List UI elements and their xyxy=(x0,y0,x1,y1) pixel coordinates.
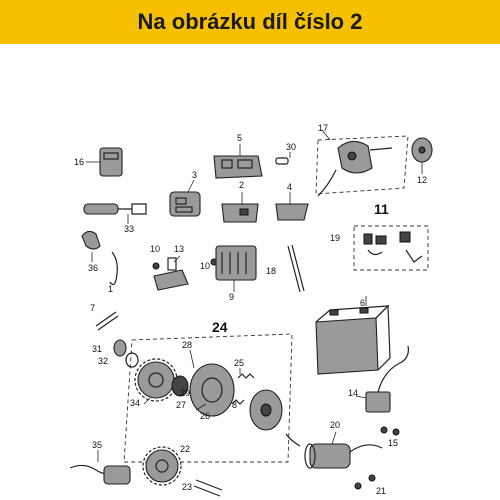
label-20: 20 xyxy=(330,420,340,430)
part-labels: 5 17 30 16 3 2 4 11 12 33 19 10 13 10 36… xyxy=(74,123,427,496)
label-28: 28 xyxy=(182,340,192,350)
part-1-cable-tie xyxy=(109,251,118,286)
part-5-switch-assembly xyxy=(213,144,263,179)
label-6: 6 xyxy=(360,298,365,308)
label-5: 5 xyxy=(237,133,242,143)
label-17: 17 xyxy=(318,123,328,133)
label-10-left: 10 xyxy=(150,244,160,254)
part-6-battery xyxy=(315,296,391,375)
part-31-32-washers xyxy=(113,339,139,368)
label-24: 24 xyxy=(212,319,228,335)
label-2: 2 xyxy=(239,180,244,190)
title-banner: Na obrázku díl číslo 2 xyxy=(0,0,500,44)
label-21: 21 xyxy=(376,486,386,496)
label-36: 36 xyxy=(88,263,98,273)
part-25-springs xyxy=(231,368,255,405)
part-20-starter-motor xyxy=(285,431,383,469)
label-14: 14 xyxy=(348,388,358,398)
label-27: 27 xyxy=(176,400,186,410)
label-26: 26 xyxy=(200,411,210,421)
part-35-sensor xyxy=(69,450,131,485)
part-22-gear xyxy=(142,446,182,486)
label-30: 30 xyxy=(286,142,296,152)
label-13: 13 xyxy=(174,244,184,254)
label-31: 31 xyxy=(92,344,102,354)
part-13-bracket xyxy=(153,255,189,291)
part-9-regulator xyxy=(215,245,257,292)
label-12: 12 xyxy=(417,175,427,185)
title-text: Na obrázku díl číslo 2 xyxy=(137,9,363,34)
label-16: 16 xyxy=(74,157,84,167)
label-1: 1 xyxy=(108,284,113,294)
label-23: 23 xyxy=(182,482,192,492)
part-21-bolts xyxy=(354,474,376,490)
part-33-sensor xyxy=(83,203,147,224)
part-18-rod xyxy=(287,244,305,293)
part-29-bearing xyxy=(171,349,195,397)
part-36-clamp xyxy=(81,230,101,262)
label-34: 34 xyxy=(130,398,140,408)
label-25: 25 xyxy=(234,358,244,368)
label-8: 8 xyxy=(232,400,237,410)
label-35: 35 xyxy=(92,440,102,450)
label-3: 3 xyxy=(192,170,197,180)
label-11: 11 xyxy=(374,201,389,217)
label-7: 7 xyxy=(90,303,95,313)
part-30-bulb xyxy=(275,152,291,165)
label-9: 9 xyxy=(229,292,234,302)
part-15-screws xyxy=(380,426,400,436)
label-18: 18 xyxy=(266,266,276,276)
label-29: 29 xyxy=(180,388,190,398)
part-4-switch xyxy=(275,192,309,221)
part-34-gear xyxy=(134,358,178,405)
part-11-ignition-group xyxy=(315,129,409,197)
part-14-relay xyxy=(355,345,409,413)
part-26-plate xyxy=(249,389,283,431)
part-27-clutch xyxy=(189,363,235,417)
label-19: 19 xyxy=(330,233,340,243)
part-24-starter-group xyxy=(123,333,293,463)
part-23-shaft xyxy=(193,479,223,497)
label-4: 4 xyxy=(287,182,292,192)
label-10-right: 10 xyxy=(200,261,210,271)
part-3-switch xyxy=(169,179,201,217)
label-15: 15 xyxy=(388,438,398,448)
label-22: 22 xyxy=(180,444,190,454)
label-32: 32 xyxy=(98,356,108,366)
part-19-lock-set xyxy=(353,225,429,271)
part-2-switch xyxy=(221,192,259,223)
part-7-pin xyxy=(95,311,119,331)
part-16-relay xyxy=(86,147,123,177)
part-12-cap xyxy=(411,137,433,174)
parts-diagram: 5 17 30 16 3 2 4 11 12 33 19 10 13 10 36… xyxy=(69,123,433,497)
label-33: 33 xyxy=(124,224,134,234)
